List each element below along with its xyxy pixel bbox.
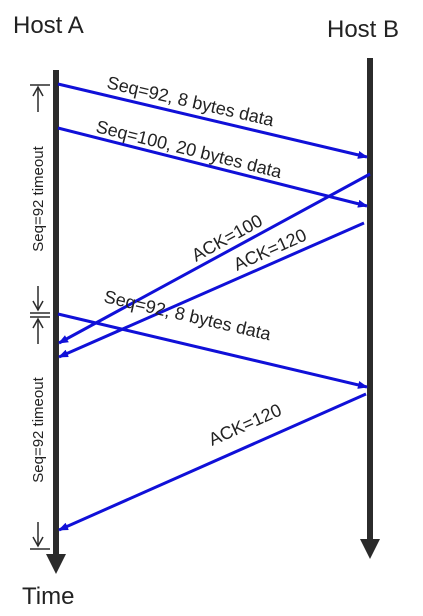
- host-b-label: Host B: [327, 16, 399, 43]
- arrow-seq92-retransmit: [57, 312, 368, 389]
- label-seq92-retransmit: Seq=92, 8 bytes data: [102, 286, 274, 344]
- arrow-ack120-first: [58, 221, 365, 359]
- host-a-label: Host A: [13, 12, 84, 39]
- label-ack120-second: ACK=120: [205, 400, 284, 450]
- timeout-interval-first: [30, 84, 50, 314]
- arrow-seq100: [57, 126, 368, 208]
- time-label: Time: [22, 583, 74, 610]
- timeout-label-second: Seq=92 timeout: [30, 376, 47, 482]
- arrow-ack120-second: [58, 392, 367, 532]
- timeout-interval-second: [30, 316, 50, 550]
- host-a-timeline-arrowhead: [46, 554, 66, 574]
- arrow-ack100: [58, 172, 371, 345]
- arrow-seq92-first: [57, 82, 368, 159]
- host-b-timeline-arrowhead: [360, 539, 380, 559]
- timeout-label-first: Seq=92 timeout: [30, 145, 47, 251]
